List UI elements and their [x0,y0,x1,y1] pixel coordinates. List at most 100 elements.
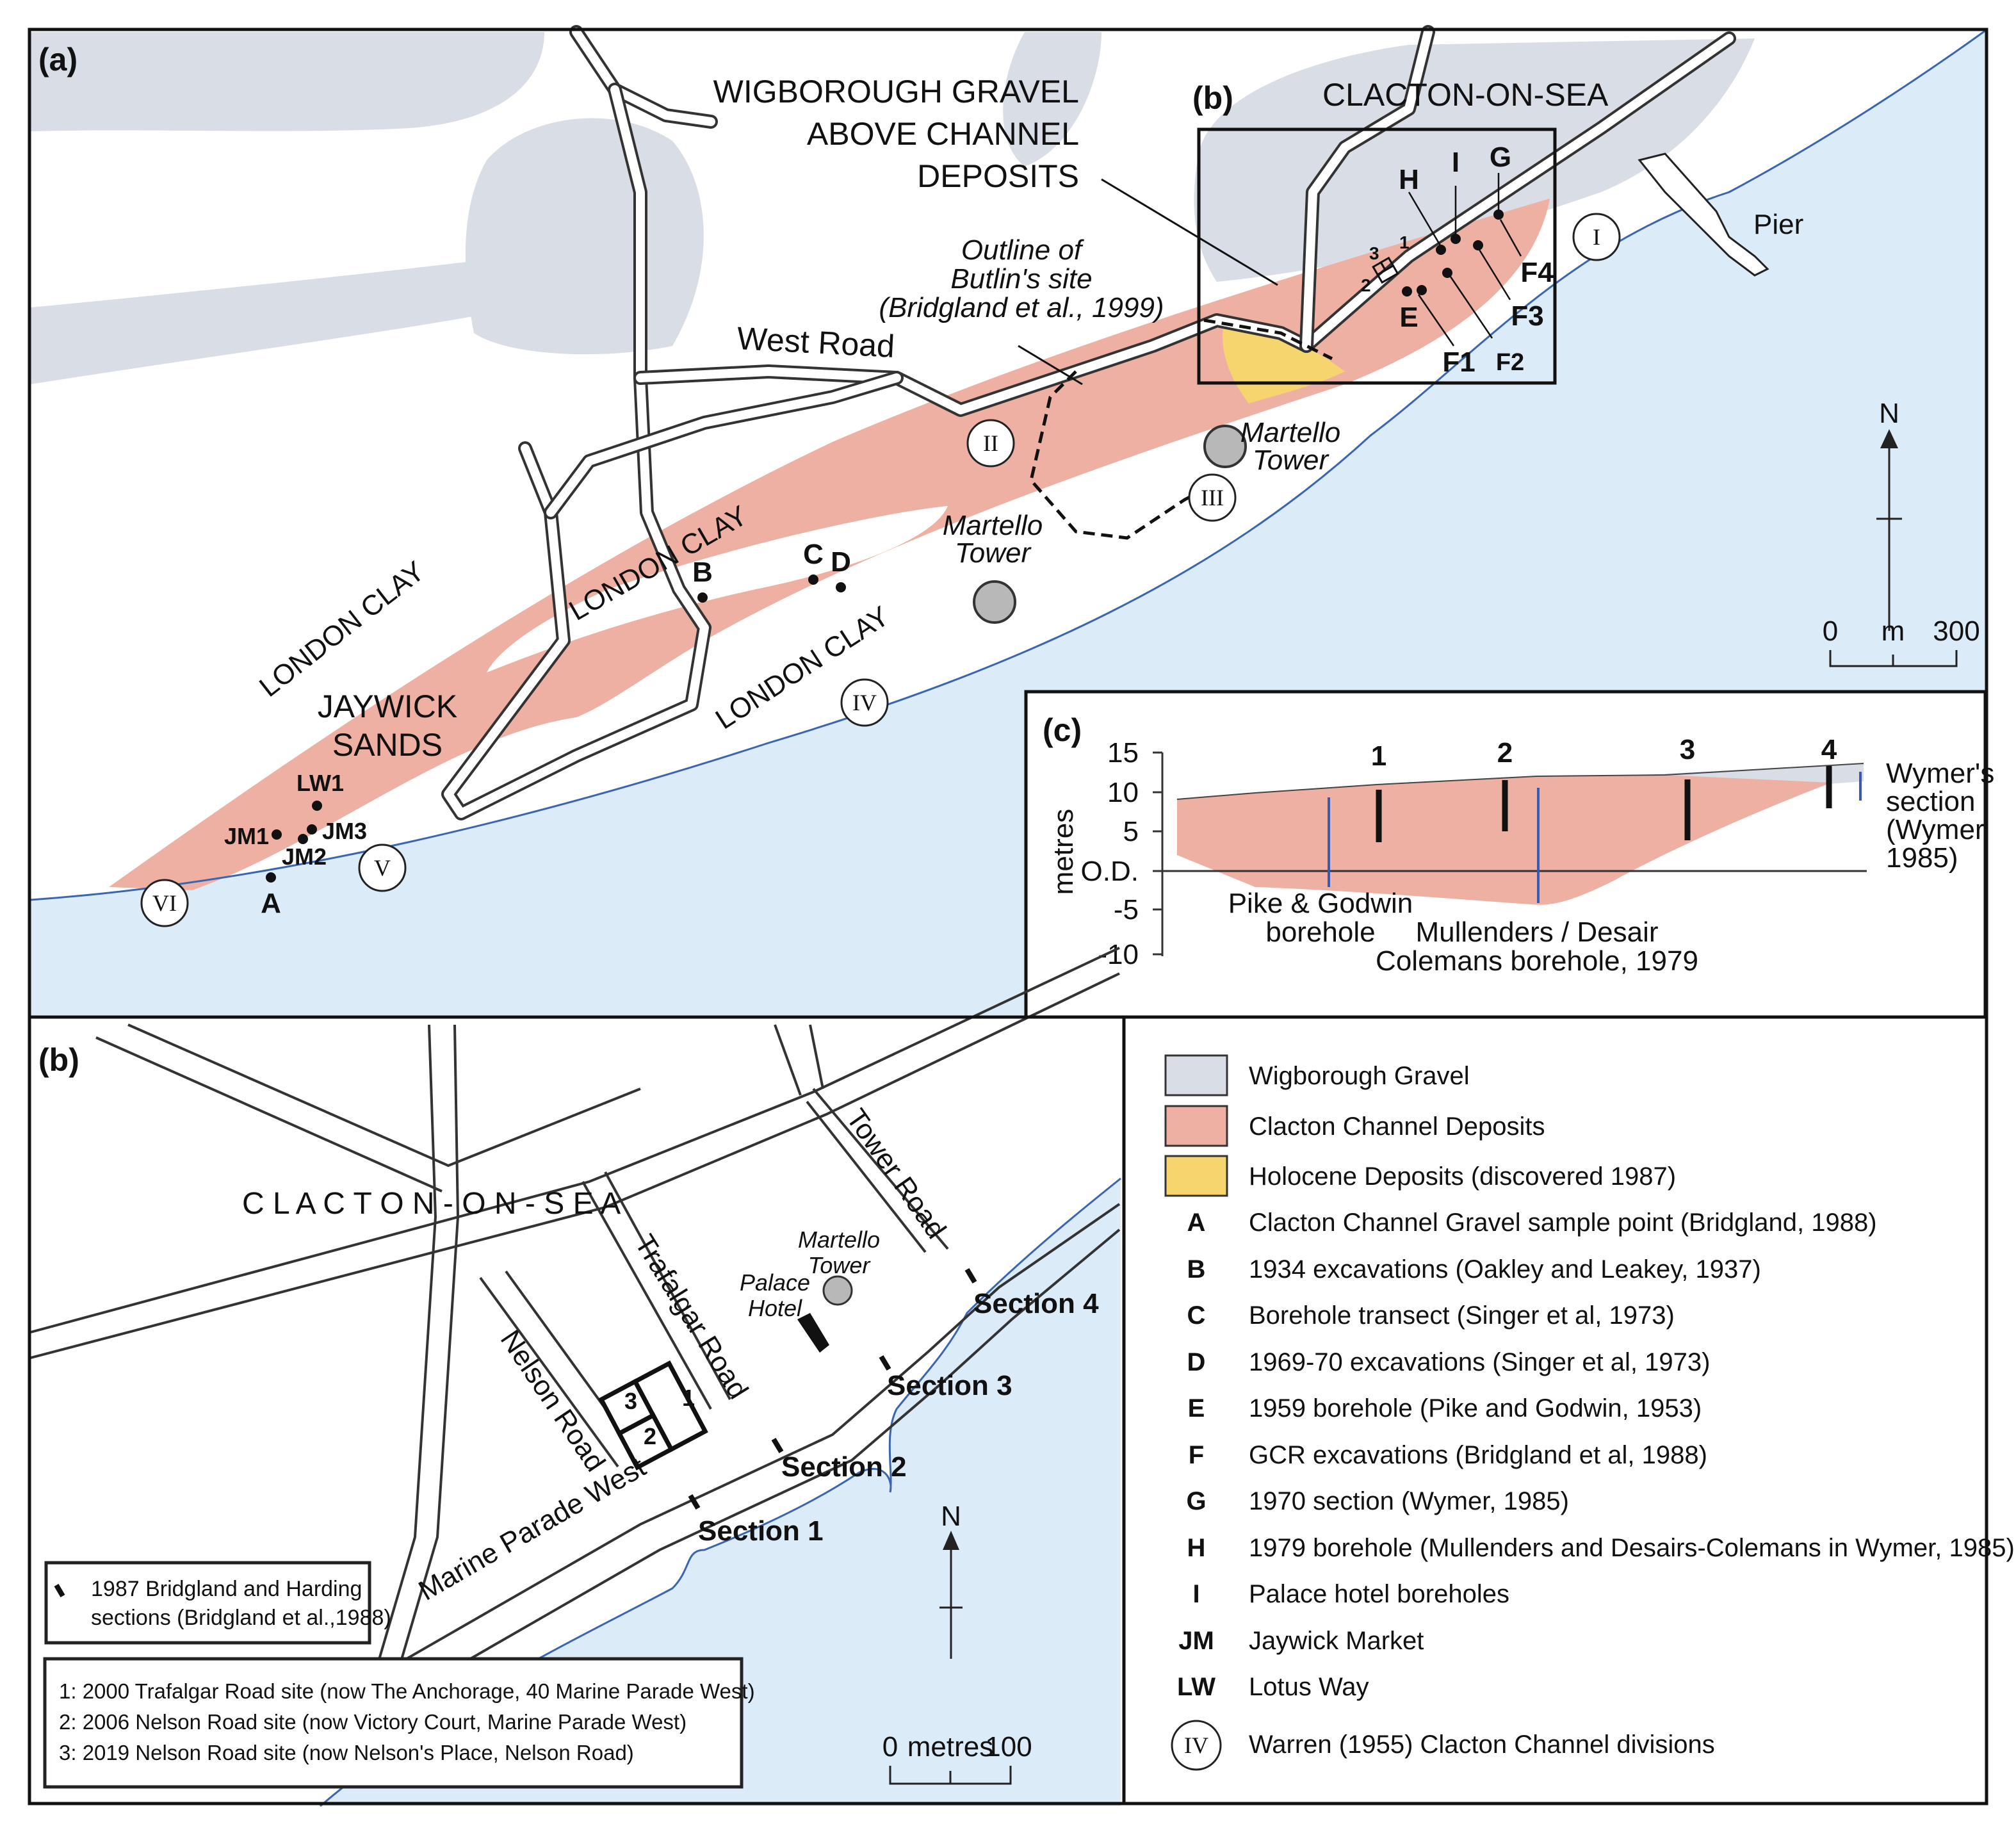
butlins-outline-east [1203,318,1333,361]
road-east-west-2 [30,972,1120,1359]
road-trafalgar-2 [604,1171,731,1400]
label-C: C [803,539,824,570]
point-B [697,592,708,603]
wigborough-note-3: DEPOSITS [917,158,1079,194]
martello-tower-icon [973,580,1016,624]
section-channel-fill [1177,775,1832,905]
palace-label-1: Palace [740,1269,810,1296]
leader-line [1417,294,1455,346]
martello-label-1: Martello [943,510,1043,541]
road-nelson-1 [479,1276,619,1468]
leader-line [1449,276,1493,339]
butlins-leader-arrow [1018,345,1083,386]
legend-holocene-label: Holocene Deposits (discovered 1987) [1249,1162,1676,1191]
inset-box [1197,127,1557,385]
road-ne-1 [774,1024,802,1096]
site-plots-b [598,1360,708,1470]
inset-label: (b) [1192,80,1233,116]
palace-hotel-icon [797,1313,829,1353]
label-G: G [1490,142,1511,173]
martello-label-3: Martello [1240,417,1341,448]
road-nw-2 [95,1036,443,1193]
road-ne-2 [809,1024,824,1089]
point-G [1493,209,1504,220]
division-VI: VI [152,890,177,916]
wymer-label-4: 1985) [1886,842,1958,874]
gravel-mid [465,118,704,355]
wymer-label-3: (Wymer, [1886,814,1990,845]
label-H: H [1399,164,1419,195]
plot-2-label: 2 [644,1423,656,1449]
palace-label-2: Hotel [748,1295,802,1321]
label-LW1: LW1 [297,770,344,796]
scale-min-b: 0 [882,1731,898,1763]
legend-text-LW: Lotus Way [1249,1673,1369,1701]
panel-c-label: (c) [1043,712,1082,748]
division-markers [140,213,1621,927]
legend-key-C: C [1187,1301,1206,1330]
road-east-west-1 [30,947,1120,1333]
point-C [808,574,818,585]
legend-key-B: B [1187,1255,1206,1283]
legend-text-B: 1934 excavations (Oakley and Leakey, 193… [1249,1255,1761,1283]
martello-label-2: Tower [955,537,1032,569]
y-tick-15: 15 [1107,737,1139,769]
plot-1-label: 1 [682,1385,695,1411]
town-label-b: C L A C T O N - O N - S E A [242,1187,621,1221]
division-I: I [1593,224,1600,250]
point-LW1 [312,801,322,811]
section-4-tick [964,1267,977,1284]
martello-tower-icon [822,1275,853,1306]
legend-key-JM: JM [1178,1627,1214,1655]
wymer-label-2: section [1886,786,1975,817]
section-1-label: Section 1 [698,1515,824,1547]
division-II-circle [966,419,1015,468]
coastline-a [30,29,1986,901]
road-nw [127,1023,641,1168]
point-JM1 [272,829,282,840]
legend-division-text: Warren (1955) Clacton Channel divisions [1249,1731,1715,1759]
label-F4: F4 [1520,257,1554,288]
legend-key-I: I [1192,1580,1199,1608]
pier [1638,152,1769,277]
site-squares-a [1372,256,1399,284]
gravel-top [1003,32,1101,167]
road-north-2 [380,1024,460,1730]
leader-line [1408,191,1442,247]
legend-swatch-holocene [1164,1155,1228,1197]
sections-key-symbol [54,1583,65,1598]
label-I: I [1452,147,1459,178]
martello-tower-icon [1203,425,1247,468]
legend-swatch-gravel [1164,1054,1228,1096]
legend-division-circle [1171,1720,1222,1771]
butlins-note-1: Outline of [961,234,1085,266]
sites-key-box [43,1657,744,1789]
section-2-label: Section 2 [781,1451,907,1483]
section-2-number: 2 [1497,737,1513,769]
road-a-inner [572,28,715,126]
legend-text-G: 1970 section (Wymer, 1985) [1249,1487,1569,1515]
division-IV: IV [852,690,877,715]
section-markers [1376,766,1832,842]
scale-min-a: 0 [1823,615,1838,647]
legend-key-E: E [1188,1394,1205,1422]
scale-unit-a: m [1882,615,1905,647]
north-label-b: N [941,1501,961,1532]
site-note-1: 1: 2000 Trafalgar Road site (now The Anc… [59,1679,755,1703]
legend-text-JM: Jaywick Market [1249,1627,1424,1655]
legend-text-C: Borehole transect (Singer et al, 1973) [1249,1301,1675,1330]
legend: Wigborough Gravel Clacton Channel Deposi… [1164,1054,2015,1771]
division-III: III [1201,485,1224,510]
north-arrow-head [1880,429,1898,448]
section-3-label: Section 3 [887,1370,1012,1401]
division-II: II [983,430,998,456]
point-I [1451,234,1461,244]
section-ticks-b [688,1267,977,1510]
section-2-tick [771,1437,784,1454]
pike-label-2: borehole [1265,916,1375,948]
section-1-tick [688,1494,701,1510]
tower-road-label: Tower Road [840,1104,952,1244]
jaywick-label-2: SANDS [332,727,443,763]
pike-label-1: Pike & Godwin [1228,888,1413,919]
legend-division-symbol: IV [1184,1732,1208,1758]
